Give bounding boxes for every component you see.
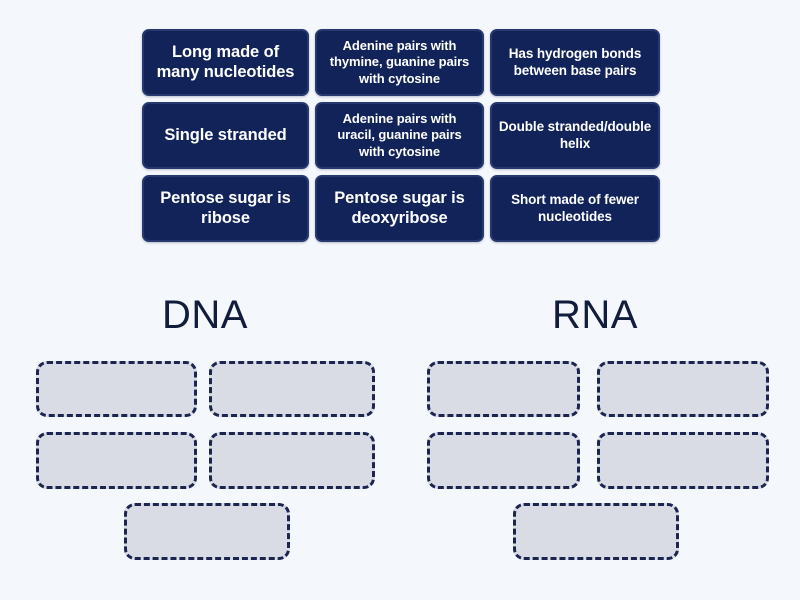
drop-zone-rna-5[interactable] [513,503,679,560]
draggable-card[interactable]: Single stranded [142,102,309,169]
draggable-card[interactable]: Has hydrogen bonds between base pairs [490,29,660,96]
drop-zone-dna-4[interactable] [209,432,375,489]
drop-zone-rna-4[interactable] [597,432,769,489]
card-bank: Long made of many nucleotides Adenine pa… [142,29,660,242]
draggable-card[interactable]: Pentose sugar is ribose [142,175,309,242]
drop-zone-dna-5[interactable] [124,503,290,560]
drop-zone-dna-1[interactable] [36,361,197,417]
draggable-card[interactable]: Pentose sugar is deoxyribose [315,175,484,242]
drop-zone-dna-3[interactable] [36,432,197,489]
draggable-card[interactable]: Adenine pairs with thymine, guanine pair… [315,29,484,96]
drop-zone-dna-2[interactable] [209,361,375,417]
drop-zone-rna-2[interactable] [597,361,769,417]
draggable-card[interactable]: Double stranded/double helix [490,102,660,169]
group-title-dna: DNA [162,293,248,337]
group-title-rna: RNA [552,293,638,337]
draggable-card[interactable]: Adenine pairs with uracil, guanine pairs… [315,102,484,169]
drop-zone-rna-3[interactable] [427,432,580,489]
draggable-card[interactable]: Short made of fewer nucleotides [490,175,660,242]
draggable-card[interactable]: Long made of many nucleotides [142,29,309,96]
drop-zone-rna-1[interactable] [427,361,580,417]
